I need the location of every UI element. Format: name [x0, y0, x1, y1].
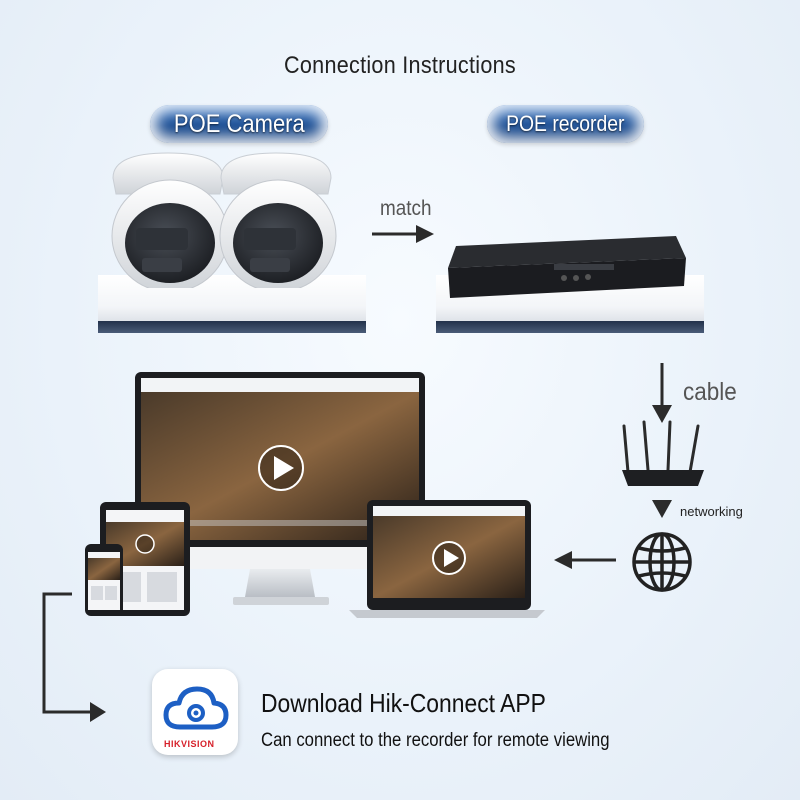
recorder-label-pill: POE recorder: [487, 105, 644, 143]
cable-label: cable: [683, 378, 737, 406]
camera-platform: [98, 275, 366, 333]
camera-label-pill: POE Camera: [150, 105, 328, 143]
app-title: Download Hik-Connect APP: [261, 688, 546, 718]
match-arrow-icon: [372, 225, 434, 243]
app-arrow-icon: [42, 592, 106, 722]
globe-icon: [632, 532, 692, 592]
hikvision-logo: HIKVISION: [164, 739, 215, 749]
cable-arrow-icon: [652, 363, 672, 423]
devices-illustration: [85, 372, 545, 618]
recorder-label: POE recorder: [506, 111, 625, 136]
globe-to-devices-arrow-icon: [554, 551, 616, 569]
dome-camera-icon: [111, 152, 337, 288]
page-title: Connection Instructions: [284, 52, 516, 79]
match-label: match: [380, 197, 432, 220]
nvr-icon: [448, 236, 686, 298]
hik-connect-app-icon[interactable]: HIKVISION: [152, 669, 238, 755]
camera-label: POE Camera: [173, 110, 305, 138]
play-icon: [274, 456, 294, 480]
app-subtitle: Can connect to the recorder for remote v…: [261, 730, 610, 751]
cloud-app-icon: [163, 686, 229, 730]
networking-label: networking: [680, 504, 743, 519]
router-icon: [622, 420, 704, 486]
networking-arrow-icon: [652, 500, 672, 518]
